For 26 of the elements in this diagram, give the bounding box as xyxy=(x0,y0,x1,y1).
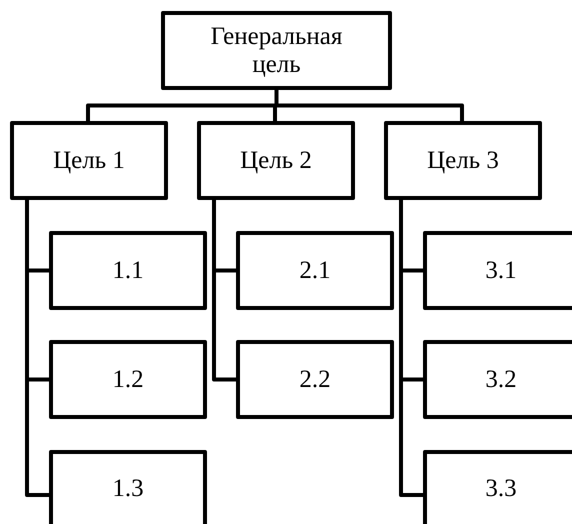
goal-box xyxy=(236,340,394,419)
goal-text: 1.1 xyxy=(112,256,144,284)
goal-text: 3.3 xyxy=(485,475,517,503)
goal-box xyxy=(10,121,168,200)
goal-text: Цель 3 xyxy=(427,146,499,174)
goal-text: Цель 2 xyxy=(240,146,312,174)
goal-text: 1.3 xyxy=(112,475,144,503)
goal-text: 2.2 xyxy=(299,366,331,394)
goal-box xyxy=(49,340,207,419)
goal-box xyxy=(49,450,207,524)
goal-text: Генеральная цель xyxy=(210,23,344,78)
goal-box xyxy=(236,231,394,310)
goal-box xyxy=(423,231,572,310)
goal-box xyxy=(423,450,572,524)
goal-text: 3.2 xyxy=(485,366,517,394)
connector-line xyxy=(399,200,423,497)
goal-text: 2.1 xyxy=(299,256,331,284)
goal-box xyxy=(161,11,392,90)
goal-box xyxy=(49,231,207,310)
goal-box xyxy=(423,340,572,419)
goal-box xyxy=(384,121,542,200)
goal-text: 1.2 xyxy=(112,366,144,394)
goal-text: Цель 1 xyxy=(53,146,125,174)
goal-text: 3.1 xyxy=(485,256,517,284)
goal-box xyxy=(197,121,355,200)
connector-line xyxy=(25,200,49,497)
